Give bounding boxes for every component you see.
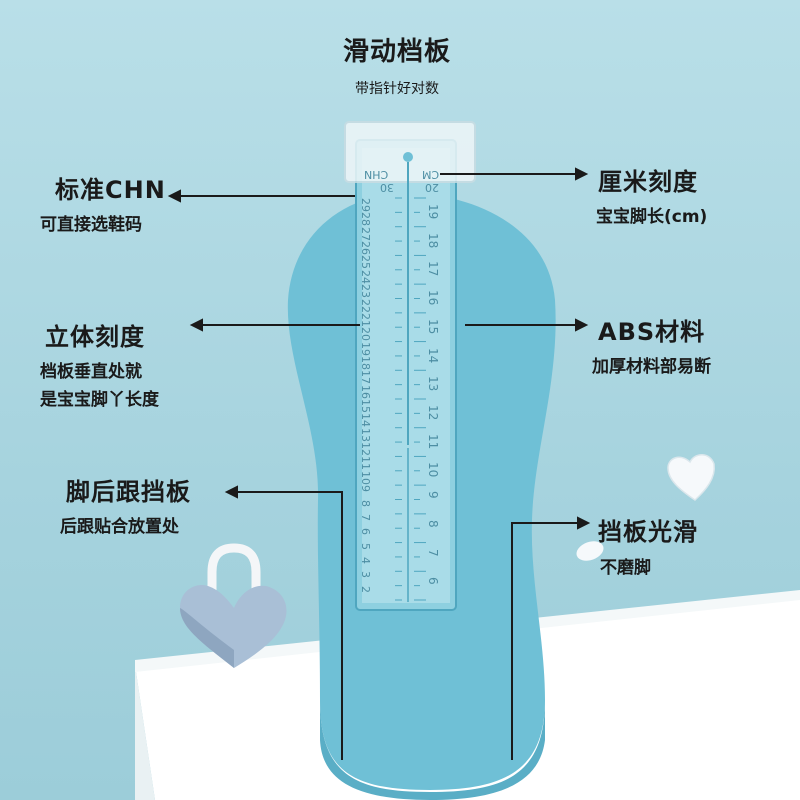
- callout-heel-desc: 后跟贴合放置处: [60, 517, 179, 537]
- chn-tick-label: 25: [359, 255, 372, 270]
- chn-scale-top: 30: [380, 181, 394, 194]
- cm-tick-label: 6: [426, 577, 440, 585]
- callout-chn-title: 标准CHN: [55, 176, 166, 204]
- cm-tick-label: 18: [426, 232, 440, 248]
- heart-lock-icon: [180, 543, 287, 668]
- white-block-side: [135, 665, 155, 800]
- cm-tick-label: 16: [426, 290, 440, 306]
- callout-cm-title: 厘米刻度: [598, 168, 698, 196]
- chn-tick-label: 23: [359, 284, 372, 299]
- callout-cm-desc: 宝宝脚长(cm): [596, 207, 708, 227]
- cm-scale-label: CM: [422, 168, 440, 181]
- foot-measure-board: [287, 121, 556, 800]
- cm-tick-label: 19: [426, 204, 440, 220]
- chn-tick-label: 3: [359, 571, 372, 579]
- chn-tick-label: 2: [359, 585, 372, 593]
- callout-chn-desc: 可直接选鞋码: [40, 215, 142, 235]
- chn-tick-label: 26: [359, 241, 372, 256]
- chn-tick-label: 8: [359, 499, 372, 507]
- chn-tick-label: 10: [359, 470, 372, 485]
- cm-tick-label: 17: [426, 261, 440, 277]
- callout-abs-title: ABS材料: [598, 318, 706, 346]
- chn-tick-label: 21: [359, 312, 372, 327]
- chn-tick-label: 27: [359, 226, 372, 241]
- cm-tick-label: 12: [426, 405, 440, 421]
- callout-abs-desc: 加厚材料部易断: [592, 357, 711, 377]
- chn-tick-label: 11: [359, 456, 372, 471]
- chn-tick-label: 17: [359, 370, 372, 385]
- chn-tick-label: 20: [359, 327, 372, 342]
- page-title: 滑动档板: [343, 37, 452, 67]
- small-heart-icon: [667, 454, 715, 501]
- chn-tick-label: 18: [359, 355, 372, 370]
- chn-tick-label: 29: [359, 198, 372, 212]
- cm-tick-label: 15: [426, 318, 440, 335]
- chn-tick-label: 12: [359, 442, 372, 457]
- cm-tick-label: 7: [426, 548, 440, 557]
- callout-scale3d-desc2: 是宝宝脚丫长度: [40, 390, 159, 410]
- chn-tick-label: 4: [359, 556, 372, 564]
- cm-tick-label: 10: [426, 462, 440, 478]
- chn-tick-label: 13: [359, 427, 372, 442]
- pebble-icon: [576, 541, 604, 561]
- chn-tick-label: 24: [359, 269, 372, 284]
- cm-tick-label: 13: [426, 376, 440, 392]
- cm-tick-label: 8: [426, 519, 440, 528]
- cm-scale-top: 20: [425, 181, 439, 194]
- chn-tick-label: 19: [359, 341, 372, 356]
- callout-heel-title: 脚后跟挡板: [66, 478, 191, 506]
- chn-scale-label: CHN: [364, 168, 389, 181]
- chn-tick-label: 6: [359, 528, 372, 536]
- cm-tick-label: 14: [426, 347, 440, 363]
- chn-tick-label: 28: [359, 212, 372, 227]
- page-subtitle: 带指针好对数: [355, 81, 439, 97]
- cm-tick-label: 9: [426, 491, 440, 499]
- chn-tick-label: 5: [359, 542, 372, 550]
- chn-tick-label: 7: [359, 513, 372, 521]
- callout-smooth-desc: 不磨脚: [600, 558, 651, 578]
- chn-tick-label: 15: [359, 399, 372, 413]
- chn-tick-label: 16: [359, 384, 372, 399]
- chn-tick-label: 9: [359, 485, 372, 493]
- cm-tick-label: 11: [426, 433, 440, 449]
- callout-arrows: [167, 167, 591, 760]
- callout-smooth-title: 挡板光滑: [598, 518, 698, 546]
- chn-tick-label: 14: [359, 413, 372, 428]
- chn-tick-label: 22: [359, 298, 372, 313]
- ruler-ticks: [395, 197, 426, 601]
- callout-scale3d-title: 立体刻度: [45, 323, 145, 351]
- callout-scale3d-desc1: 档板垂直处就: [40, 362, 142, 382]
